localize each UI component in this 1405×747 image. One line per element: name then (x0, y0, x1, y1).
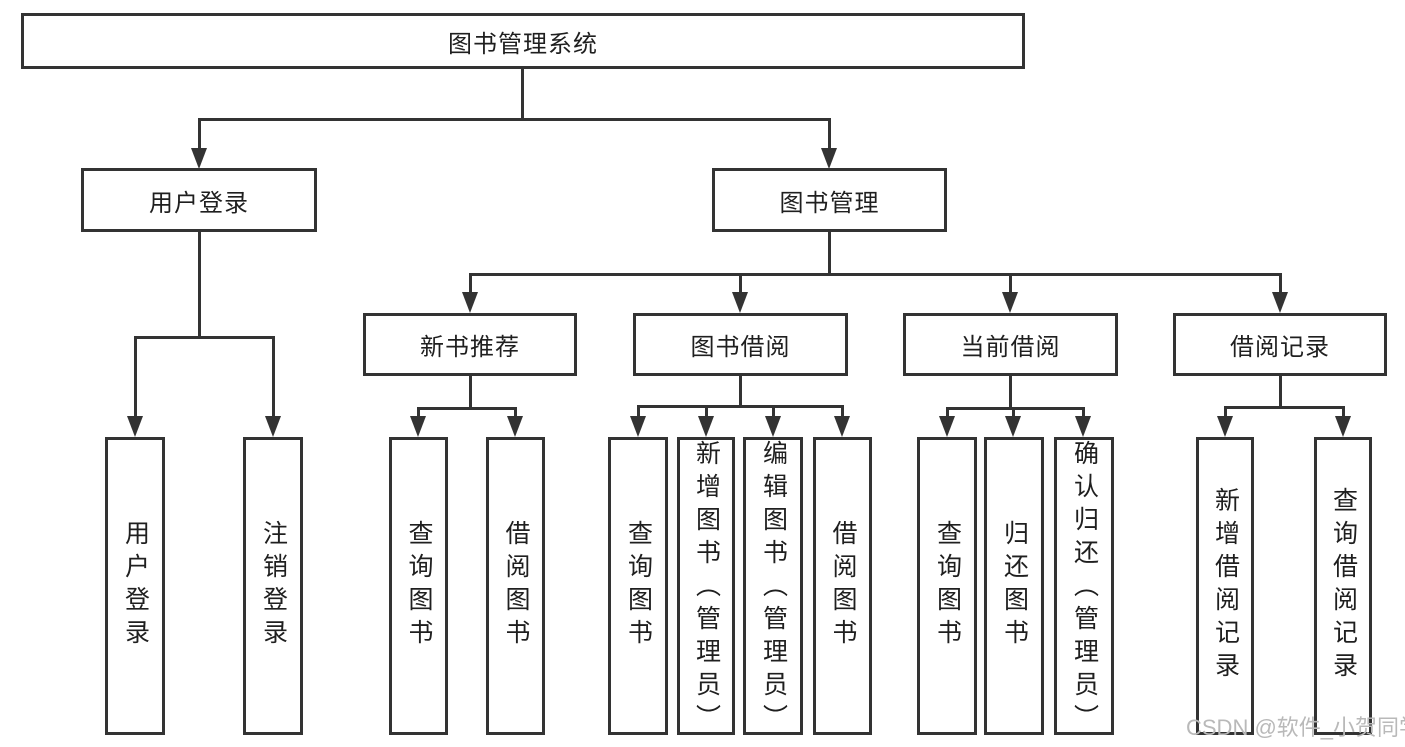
leaf-label: 注销登录 (259, 520, 288, 652)
node-book-management: 图书管理 (712, 168, 947, 232)
connector-new-books-stem (469, 376, 472, 407)
leaf-add-books-admin: 新增图书（管理员） (677, 437, 735, 737)
leaf-label: 新增图书（管理员） (692, 440, 721, 737)
leaf-add-borrow-record: 新增借阅记录 (1196, 437, 1254, 735)
arrowhead-icon (698, 416, 714, 437)
node-label: 当前借阅 (960, 334, 1061, 361)
connector-new-books-bus (417, 407, 517, 410)
node-current-borrowing: 当前借阅 (903, 313, 1118, 376)
node-label: 图书管理系统 (448, 30, 598, 58)
leaf-label: 查询借阅记录 (1329, 487, 1358, 685)
arrowhead-icon (191, 148, 207, 169)
arrowhead-icon (410, 416, 426, 437)
node-book-borrowing: 图书借阅 (633, 313, 848, 376)
connector-drop (1012, 407, 1015, 417)
leaf-query-borrow-record: 查询借阅记录 (1314, 437, 1372, 735)
csdn-watermark: CSDN @软件_小贺同学 (1186, 715, 1405, 740)
leaf-label: 查询图书 (624, 520, 653, 652)
connector-drop-current-borrow (1009, 273, 1012, 293)
leaf-edit-books-admin: 编辑图书（管理员） (743, 437, 803, 737)
leaf-logout: 注销登录 (243, 437, 303, 735)
arrowhead-icon (1075, 416, 1091, 437)
connector-drop-new-books (469, 273, 472, 293)
connector-borrow-records-bus (1224, 406, 1344, 409)
connector-drop (841, 405, 844, 417)
arrowhead-icon (1335, 416, 1351, 437)
leaf-query-books-borrow: 查询图书 (608, 437, 668, 735)
connector-current-borrow-bus (946, 407, 1085, 410)
leaf-confirm-return-admin: 确认归还（管理员） (1054, 437, 1114, 737)
connector-user-login-bus (134, 336, 275, 339)
leaf-query-books-recommend: 查询图书 (389, 437, 448, 735)
connector-user-login-stem (198, 232, 201, 336)
node-label: 图书管理 (779, 189, 880, 217)
connector-drop (1224, 406, 1227, 417)
node-new-book-recommendation: 新书推荐 (363, 313, 577, 376)
leaf-query-books-current: 查询图书 (917, 437, 977, 735)
arrowhead-icon (834, 416, 850, 437)
node-borrowing-records: 借阅记录 (1173, 313, 1387, 376)
connector-drop (514, 407, 517, 417)
leaf-borrow-books-recommend: 借阅图书 (486, 437, 545, 735)
connector-drop-user-login (198, 118, 201, 149)
leaf-label: 新增借阅记录 (1211, 487, 1240, 685)
node-user-login: 用户登录 (81, 168, 317, 232)
connector-drop-book-management (828, 118, 831, 149)
arrowhead-icon (821, 148, 837, 169)
connector-drop (772, 405, 775, 417)
connector-book-borrow-stem (739, 376, 742, 405)
node-label: 用户登录 (149, 189, 249, 217)
connector-drop-borrow-records (1279, 273, 1282, 293)
leaf-label: 归还图书 (1000, 520, 1029, 652)
leaf-label: 查询图书 (405, 520, 433, 652)
connector-borrow-records-stem (1279, 376, 1282, 406)
arrowhead-icon (1005, 416, 1021, 437)
leaf-label: 借阅图书 (502, 520, 530, 652)
leaf-label: 用户登录 (121, 520, 150, 652)
connector-drop (946, 407, 949, 417)
arrowhead-icon (1272, 292, 1288, 313)
connector-drop (417, 407, 420, 417)
arrowhead-icon (1217, 416, 1233, 437)
connector-drop (705, 405, 708, 417)
arrowhead-icon (507, 416, 523, 437)
connector-book-management-bus (469, 273, 1282, 276)
connector-book-management-stem (828, 232, 831, 273)
arrowhead-icon (265, 416, 281, 437)
connector-drop (1082, 407, 1085, 417)
connector-drop (1342, 406, 1345, 417)
arrowhead-icon (630, 416, 646, 437)
arrowhead-icon (939, 416, 955, 437)
connector-book-borrow-bus (637, 405, 843, 408)
connector-drop-leaf-user-login (134, 336, 137, 417)
leaf-user-login: 用户登录 (105, 437, 165, 735)
leaf-return-books: 归还图书 (984, 437, 1044, 735)
arrowhead-icon (127, 416, 143, 437)
leaf-label: 查询图书 (933, 520, 962, 652)
leaf-label: 借阅图书 (829, 520, 857, 652)
connector-current-borrow-stem (1009, 376, 1012, 407)
connector-drop (637, 405, 640, 417)
arrowhead-icon (462, 292, 478, 313)
connector-root-stem (521, 69, 524, 118)
connector-root-bus (198, 118, 831, 121)
leaf-borrow-books: 借阅图书 (813, 437, 872, 735)
leaf-label: 确认归还（管理员） (1070, 440, 1099, 737)
arrowhead-icon (732, 292, 748, 313)
node-label: 图书借阅 (690, 334, 791, 361)
node-label: 借阅记录 (1230, 334, 1330, 361)
leaf-label: 编辑图书（管理员） (759, 440, 788, 737)
arrowhead-icon (765, 416, 781, 437)
arrowhead-icon (1002, 292, 1018, 313)
connector-drop-leaf-logout (272, 336, 275, 417)
node-label: 新书推荐 (420, 334, 520, 361)
node-library-management-system: 图书管理系统 (21, 13, 1025, 69)
connector-drop-book-borrow (739, 273, 742, 293)
